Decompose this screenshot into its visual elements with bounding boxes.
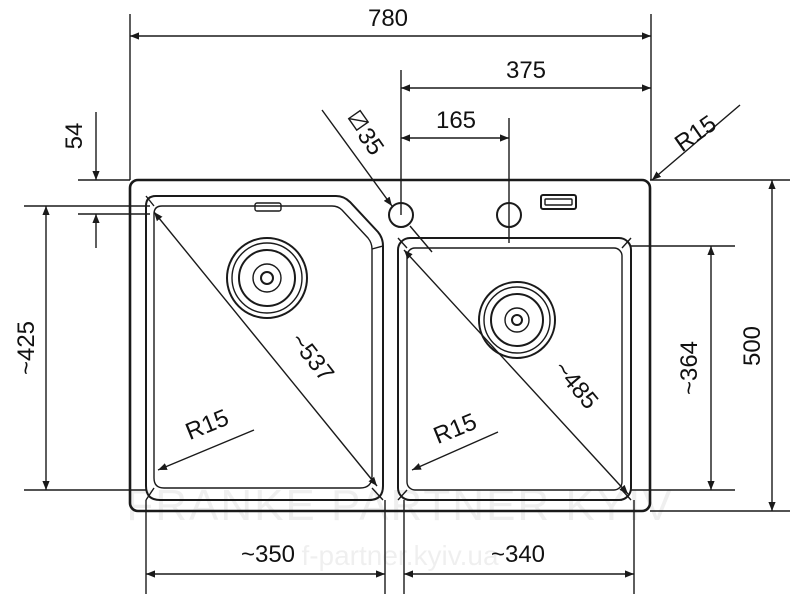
watermark-site: f-partner.kyiv.ua	[301, 540, 499, 571]
dim-right-offset: 375	[506, 57, 546, 84]
dim-left-inner-radius: R15	[182, 404, 233, 446]
dim-right-bowl-depth: ~364	[676, 341, 703, 395]
dimension-lines	[42, 32, 776, 578]
dim-tap-spacing: 165	[436, 107, 476, 134]
dim-corner-radius-top: R15	[670, 110, 722, 157]
dim-tap-hole: 35	[347, 109, 389, 160]
dim-overall-width: 780	[368, 5, 408, 32]
dim-tap-hole-value: 35	[352, 123, 389, 160]
extension-lines	[24, 14, 790, 594]
dim-top-margin: 54	[61, 123, 88, 150]
dim-left-diagonal: ~537	[285, 328, 340, 387]
left-drain-icon	[226, 237, 308, 319]
dim-left-bowl-width: ~350	[241, 541, 295, 568]
right-drain-icon	[478, 281, 556, 359]
tap-holes	[388, 194, 577, 228]
dim-right-bowl-width: ~340	[491, 541, 545, 568]
sink-outline	[128, 178, 652, 513]
dim-right-diagonal: ~485	[548, 356, 603, 415]
dim-left-bowl-depth: ~425	[13, 321, 40, 375]
dim-overall-height: 500	[739, 326, 766, 366]
